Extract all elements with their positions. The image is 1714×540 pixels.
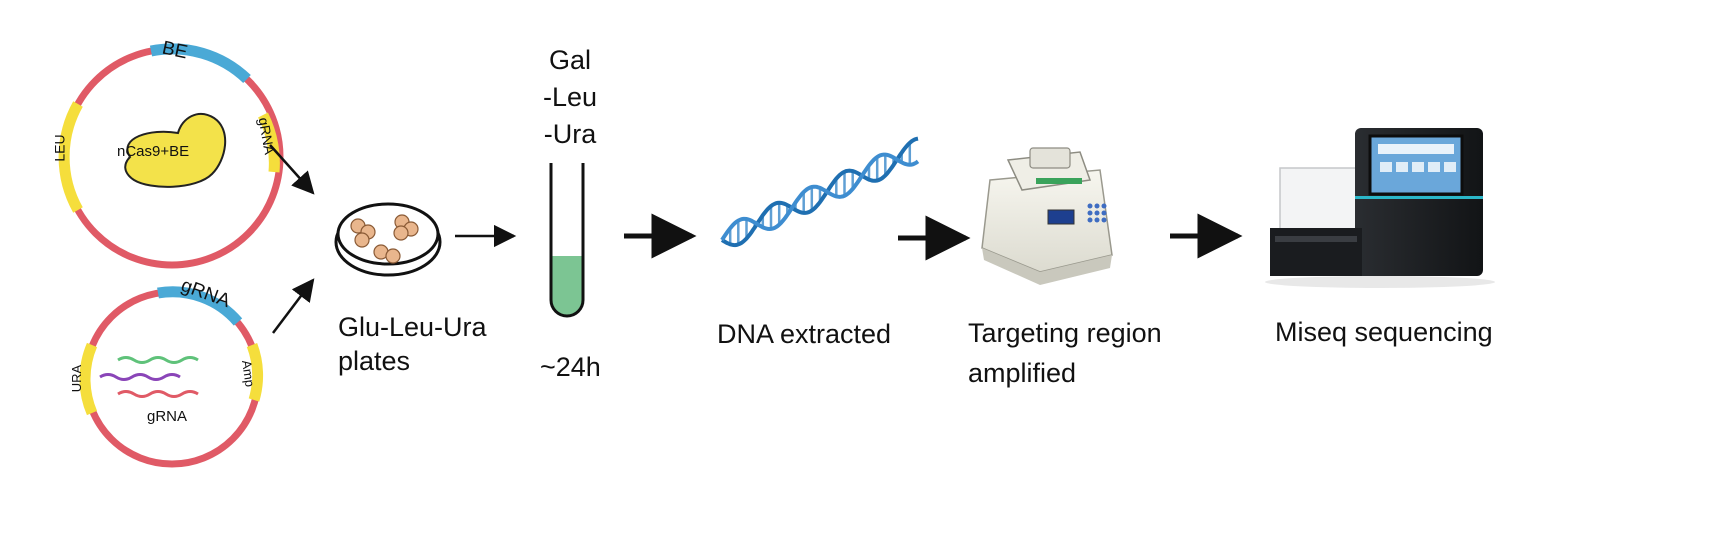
plates-label: Glu-Leu-Ura plates [338, 310, 487, 378]
tube-media-line1: Gal [548, 45, 592, 75]
plates-label-line1: Glu-Leu-Ura [338, 312, 487, 342]
grna-strand-purple [99, 373, 181, 381]
tube-media-line2: -Leu [542, 82, 598, 112]
miseq-machine-image [1265, 128, 1495, 288]
pcr-label-line2: amplified [968, 358, 1077, 388]
dna-extracted-label: DNA extracted [717, 319, 892, 349]
tube-outline [549, 163, 585, 318]
pcr-label: Targeting region amplified [968, 313, 1162, 393]
plasmid-be [58, 43, 284, 269]
plasmid-grna-segment-ura-label: URA [69, 364, 85, 393]
tube-time-label: ~24h [540, 352, 601, 382]
plasmid-grna-insert-label: gRNA [147, 408, 188, 425]
plasmid-be-segment-leu-label: LEU [51, 134, 68, 162]
grna-strand-green [117, 356, 199, 364]
ura-segment [79, 342, 98, 416]
arrow-plasmid1-to-plate [269, 144, 315, 195]
amp-segment [246, 343, 264, 402]
tube-media-line3: -Ura [543, 119, 597, 149]
dna-helix-image [720, 136, 920, 248]
colonies [350, 214, 419, 264]
leu-segment [58, 101, 83, 213]
tube-liquid [551, 256, 583, 316]
be-segment [149, 43, 251, 84]
ncas9-be-label: nCas9+BE [117, 143, 190, 160]
miseq-label: Miseq sequencing [1275, 317, 1493, 347]
tube-media-label: Gal -Leu -Ura [520, 42, 620, 153]
grna-blue-segment [157, 286, 243, 326]
plasmid-grna [79, 286, 264, 468]
grna-strand-red [117, 390, 199, 398]
culture-tube [549, 163, 585, 318]
petri-plate [334, 202, 442, 277]
plate-lid [336, 202, 440, 266]
plates-label-line2: plates [338, 346, 411, 376]
pcr-machine-image [981, 147, 1113, 285]
ncas9-be-protein [124, 113, 227, 188]
grna-segment-1 [258, 112, 280, 173]
arrow-plasmid2-to-plate [272, 278, 315, 334]
pcr-label-line1: Targeting region [968, 318, 1162, 348]
